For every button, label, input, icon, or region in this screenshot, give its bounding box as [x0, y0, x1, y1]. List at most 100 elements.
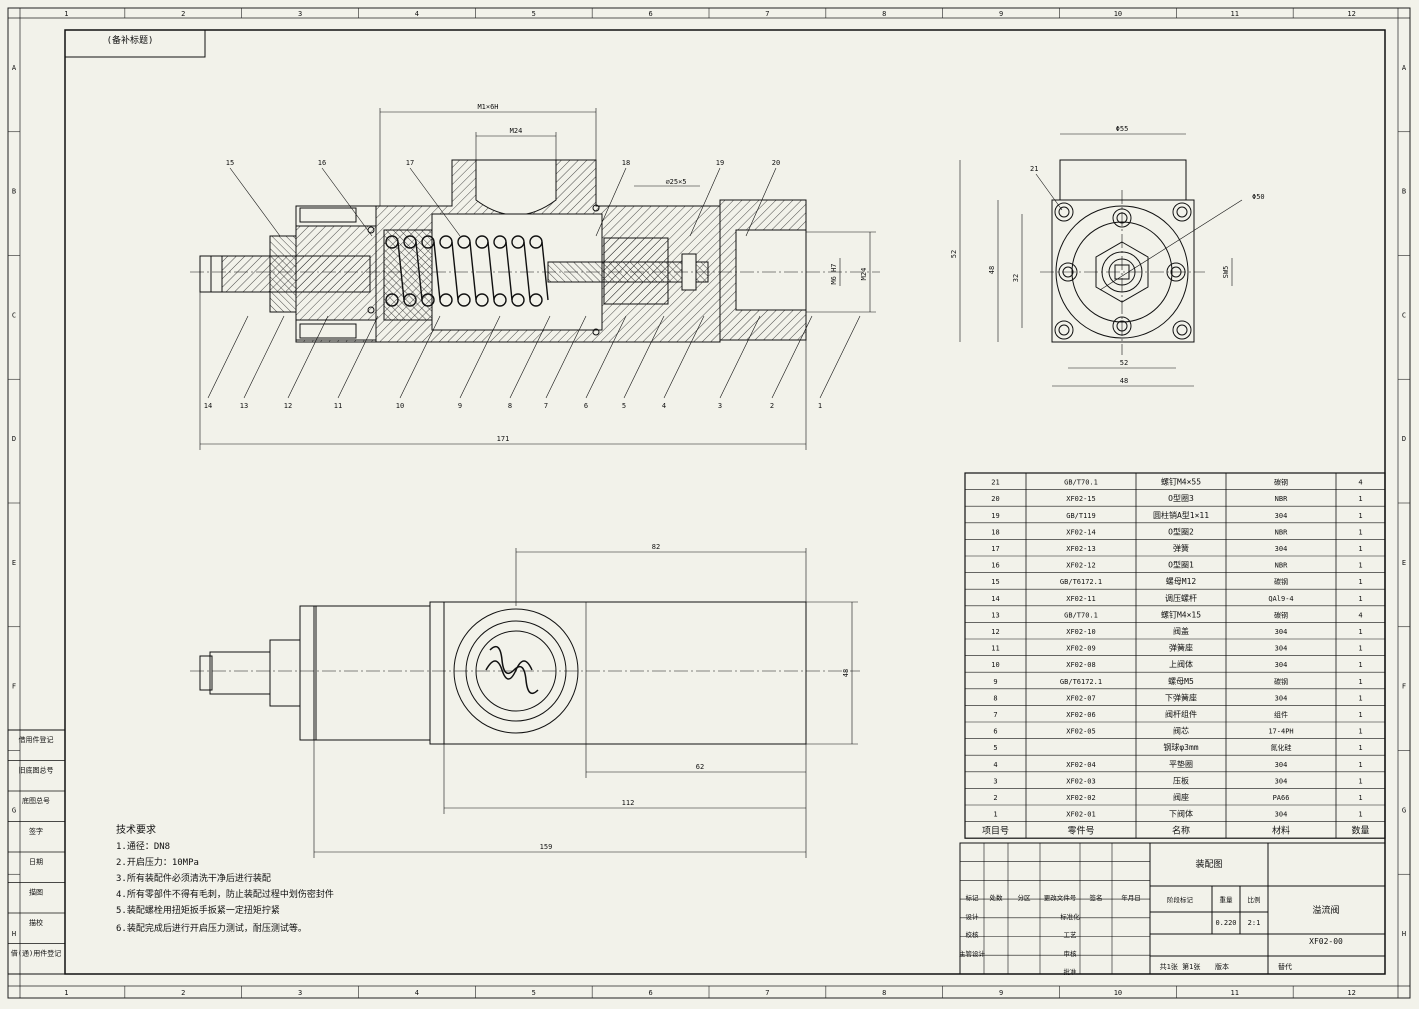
scale-value: 2:1 [1248, 919, 1261, 927]
bom-quantity: 1 [1358, 811, 1362, 819]
bom-quantity: 1 [1358, 728, 1362, 736]
bom-header: 零件号 [1067, 825, 1094, 837]
bom-part-code: XF02-02 [1066, 794, 1096, 802]
leader-line [545, 315, 587, 399]
balloon-label: 17 [406, 159, 414, 167]
outer-frame [7, 7, 1411, 999]
column-number: 11 [1231, 989, 1239, 997]
bom-material: 304 [1275, 628, 1288, 636]
dim-small: ⌀25×5 [665, 178, 686, 186]
bom-part-name: 钢球φ3mm [1163, 742, 1198, 752]
balloon-label: 1 [818, 402, 822, 410]
bom-part-code: XF02-04 [1066, 761, 1096, 769]
bom-part-name: O型圈1 [1168, 561, 1194, 570]
bom-part-name: 螺钉M4×15 [1161, 609, 1201, 619]
bom-quantity: 1 [1358, 495, 1362, 503]
balloon-label: 16 [318, 159, 326, 167]
side-dim-circle: Φ50 [1252, 193, 1265, 201]
bom-item-no: 3 [993, 777, 997, 785]
title-block-label: 年月日 [1121, 893, 1141, 902]
row-letter: C [12, 311, 16, 319]
top-dim-right: 48 [842, 669, 850, 677]
bom-part-name: 阀座 [1173, 792, 1189, 802]
bom-material: 碳钢 [1274, 478, 1288, 487]
bom-header: 项目号 [982, 826, 1009, 837]
bom-item-no: 6 [993, 728, 997, 736]
column-number: 6 [648, 10, 652, 18]
bom-quantity: 1 [1358, 744, 1362, 752]
bom-quantity: 1 [1358, 694, 1362, 702]
bom-part-code: XF02-13 [1066, 545, 1096, 553]
balloon-label: 8 [508, 402, 512, 410]
front-section-view [190, 108, 880, 450]
title-block-label: 阶段标记 [1167, 895, 1194, 904]
dim-top-outer: M1×6H [477, 103, 498, 111]
drawing-type: 装配图 [1195, 858, 1222, 870]
bom-part-code: XF02-09 [1066, 645, 1096, 653]
corner-label: (备补标题) [107, 34, 154, 46]
bom-part-code: XF02-06 [1066, 711, 1096, 719]
bom-part-name: 下阀体 [1169, 809, 1193, 819]
bom-part-name: 圆柱销A型1×11 [1153, 510, 1209, 520]
bom-item-no: 4 [993, 761, 997, 769]
column-number: 4 [415, 989, 419, 997]
bom-quantity: 1 [1358, 761, 1362, 769]
bom-quantity: 1 [1358, 528, 1362, 536]
balloon-label: 12 [284, 402, 292, 410]
title-block-label: 设计 [966, 912, 980, 921]
bom-quantity: 1 [1358, 562, 1362, 570]
bom-part-code: GB/T6172.1 [1060, 678, 1102, 686]
bom-header: 材料 [1272, 825, 1290, 837]
drawing-number: XF02-00 [1309, 937, 1343, 946]
column-number: 7 [765, 10, 769, 18]
side-balloon: 21 [1030, 165, 1038, 173]
row-letter: B [12, 188, 16, 196]
balloon-label: 15 [226, 159, 234, 167]
balloon-label: 5 [622, 402, 626, 410]
column-number: 9 [999, 989, 1003, 997]
leader-line [623, 315, 665, 399]
top-dim-bottom: 159 [540, 843, 553, 851]
balloon-label: 14 [204, 402, 212, 410]
bom-part-code: XF02-11 [1066, 595, 1096, 603]
row-letter: G [12, 806, 16, 814]
bom-quantity: 4 [1358, 611, 1362, 619]
bom-item-no: 13 [991, 611, 999, 619]
bom-material: PA66 [1273, 794, 1290, 802]
bom-quantity: 1 [1358, 794, 1362, 802]
bom-part-code: XF02-12 [1066, 562, 1096, 570]
bom-quantity: 4 [1358, 479, 1362, 487]
left-strip-label: 借(通)用件登记 [11, 949, 61, 958]
bom-item-no: 14 [991, 595, 999, 603]
bom-material: 17-4PH [1268, 728, 1293, 736]
sheet-info: 共1张 第1张 [1160, 962, 1201, 971]
row-letter: A [1402, 64, 1407, 72]
title-block-label: 签名 [1090, 893, 1103, 902]
bom-part-name: 压板 [1173, 775, 1189, 785]
bom-material: 碳钢 [1274, 610, 1288, 619]
left-strip-label: 借用件登记 [19, 735, 54, 744]
tech-note: 2.开启压力：10MPa [116, 856, 199, 868]
balloon-label: 3 [718, 402, 722, 410]
balloon-label: 10 [396, 402, 404, 410]
column-number: 5 [532, 10, 536, 18]
bom-material: 组件 [1274, 710, 1288, 719]
bom-item-no: 17 [991, 545, 999, 553]
balloon-label: 20 [772, 159, 780, 167]
tech-note: 1.通径：DN8 [116, 840, 170, 852]
title-block-label: 标准化 [1060, 912, 1080, 921]
row-letter: B [1402, 188, 1406, 196]
leader-line [771, 315, 813, 399]
dim-right-b: M24 [860, 268, 868, 281]
row-letter: C [1402, 311, 1406, 319]
bom-material: 304 [1275, 694, 1288, 702]
bolt-hole [1054, 202, 1074, 222]
bom-part-code: XF02-14 [1066, 528, 1096, 536]
dim-top-inner: M24 [510, 127, 523, 135]
leader-line [509, 315, 551, 399]
bom-item-no: 21 [991, 479, 999, 487]
balloon-label: 9 [458, 402, 462, 410]
bom-part-name: 调压螺杆 [1165, 593, 1197, 603]
bom-header: 数量 [1351, 825, 1369, 837]
